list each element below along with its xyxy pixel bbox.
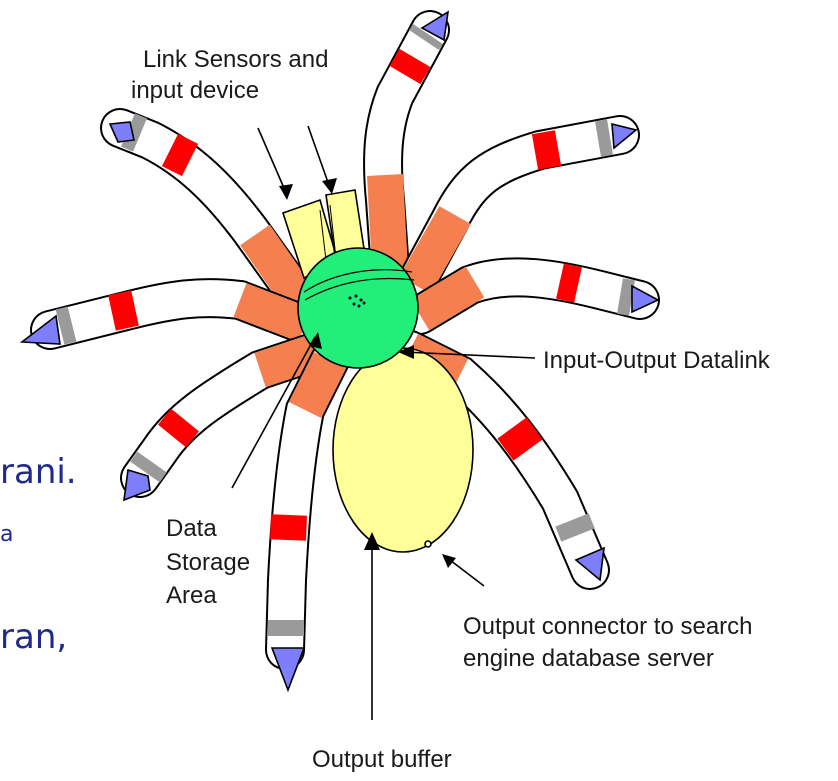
label-output-connector-line2: engine database server bbox=[463, 644, 714, 673]
output-connector-dot bbox=[425, 541, 431, 547]
spider-head bbox=[298, 248, 418, 368]
label-data-storage-line1: Data bbox=[166, 514, 217, 543]
spider-abdomen bbox=[333, 348, 473, 552]
leg-upper-right-3 bbox=[420, 277, 658, 315]
label-data-storage-line3: Area bbox=[166, 581, 217, 610]
label-link-sensors-line1: Link Sensors and bbox=[143, 45, 328, 74]
label-output-connector-line1: Output connector to search bbox=[463, 612, 753, 641]
left-text-fragment-2: a bbox=[0, 522, 13, 547]
leg-tip-lower-left-2 bbox=[272, 648, 304, 690]
leg-lower-left-2 bbox=[272, 360, 330, 690]
label-link-sensors-line2: input device bbox=[131, 76, 259, 105]
leg-upper-left-1 bbox=[110, 122, 300, 300]
left-text-fragment-3: ran, bbox=[0, 617, 67, 657]
label-data-storage-line2: Storage bbox=[166, 548, 250, 577]
label-input-output-datalink: Input-Output Datalink bbox=[543, 346, 770, 375]
label-output-buffer: Output buffer bbox=[312, 745, 452, 774]
left-text-fragment-1: rani. bbox=[0, 452, 77, 492]
leg-upper-left-2 bbox=[22, 298, 305, 344]
